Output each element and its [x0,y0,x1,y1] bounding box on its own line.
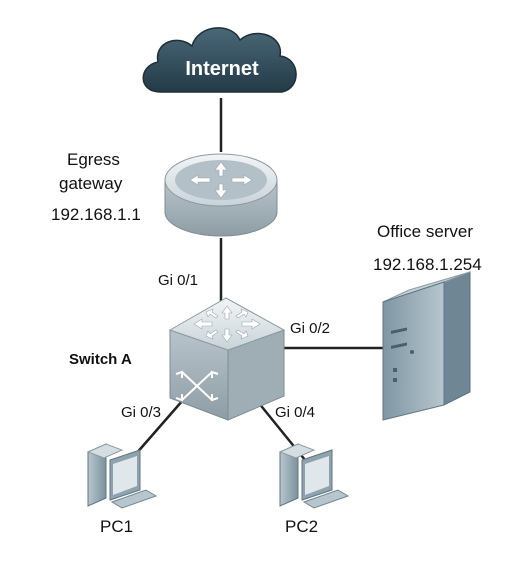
cloud-icon [142,27,297,93]
gateway-label-line2: gateway [59,174,123,193]
router-device [164,153,278,237]
port-gi02-label: Gi 0/2 [290,320,331,337]
port-gi03-label: Gi 0/3 [121,404,162,421]
switch-a-device [168,297,286,421]
pc2-label: PC2 [285,517,319,536]
office-server-ip: 192.168.1.254 [373,255,482,274]
port-gi01-label: Gi 0/1 [158,272,199,289]
pc-icon [86,443,158,509]
gateway-ip: 192.168.1.1 [51,205,141,224]
switch-a-label: Switch A [69,351,132,368]
pc2-device [278,443,350,509]
office-server-device [382,271,471,421]
internet-label: Internet [185,58,259,80]
router-icon [164,153,278,237]
pc1-device [86,443,158,509]
gateway-label-line1: Egress [67,150,120,169]
office-server-label: Office server [377,222,474,241]
pc-icon [278,443,350,509]
switch-icon [168,297,286,421]
server-icon [382,271,471,421]
pc1-label: PC1 [100,517,134,536]
port-gi04-label: Gi 0/4 [275,404,316,421]
internet-cloud: Internet [142,27,297,93]
